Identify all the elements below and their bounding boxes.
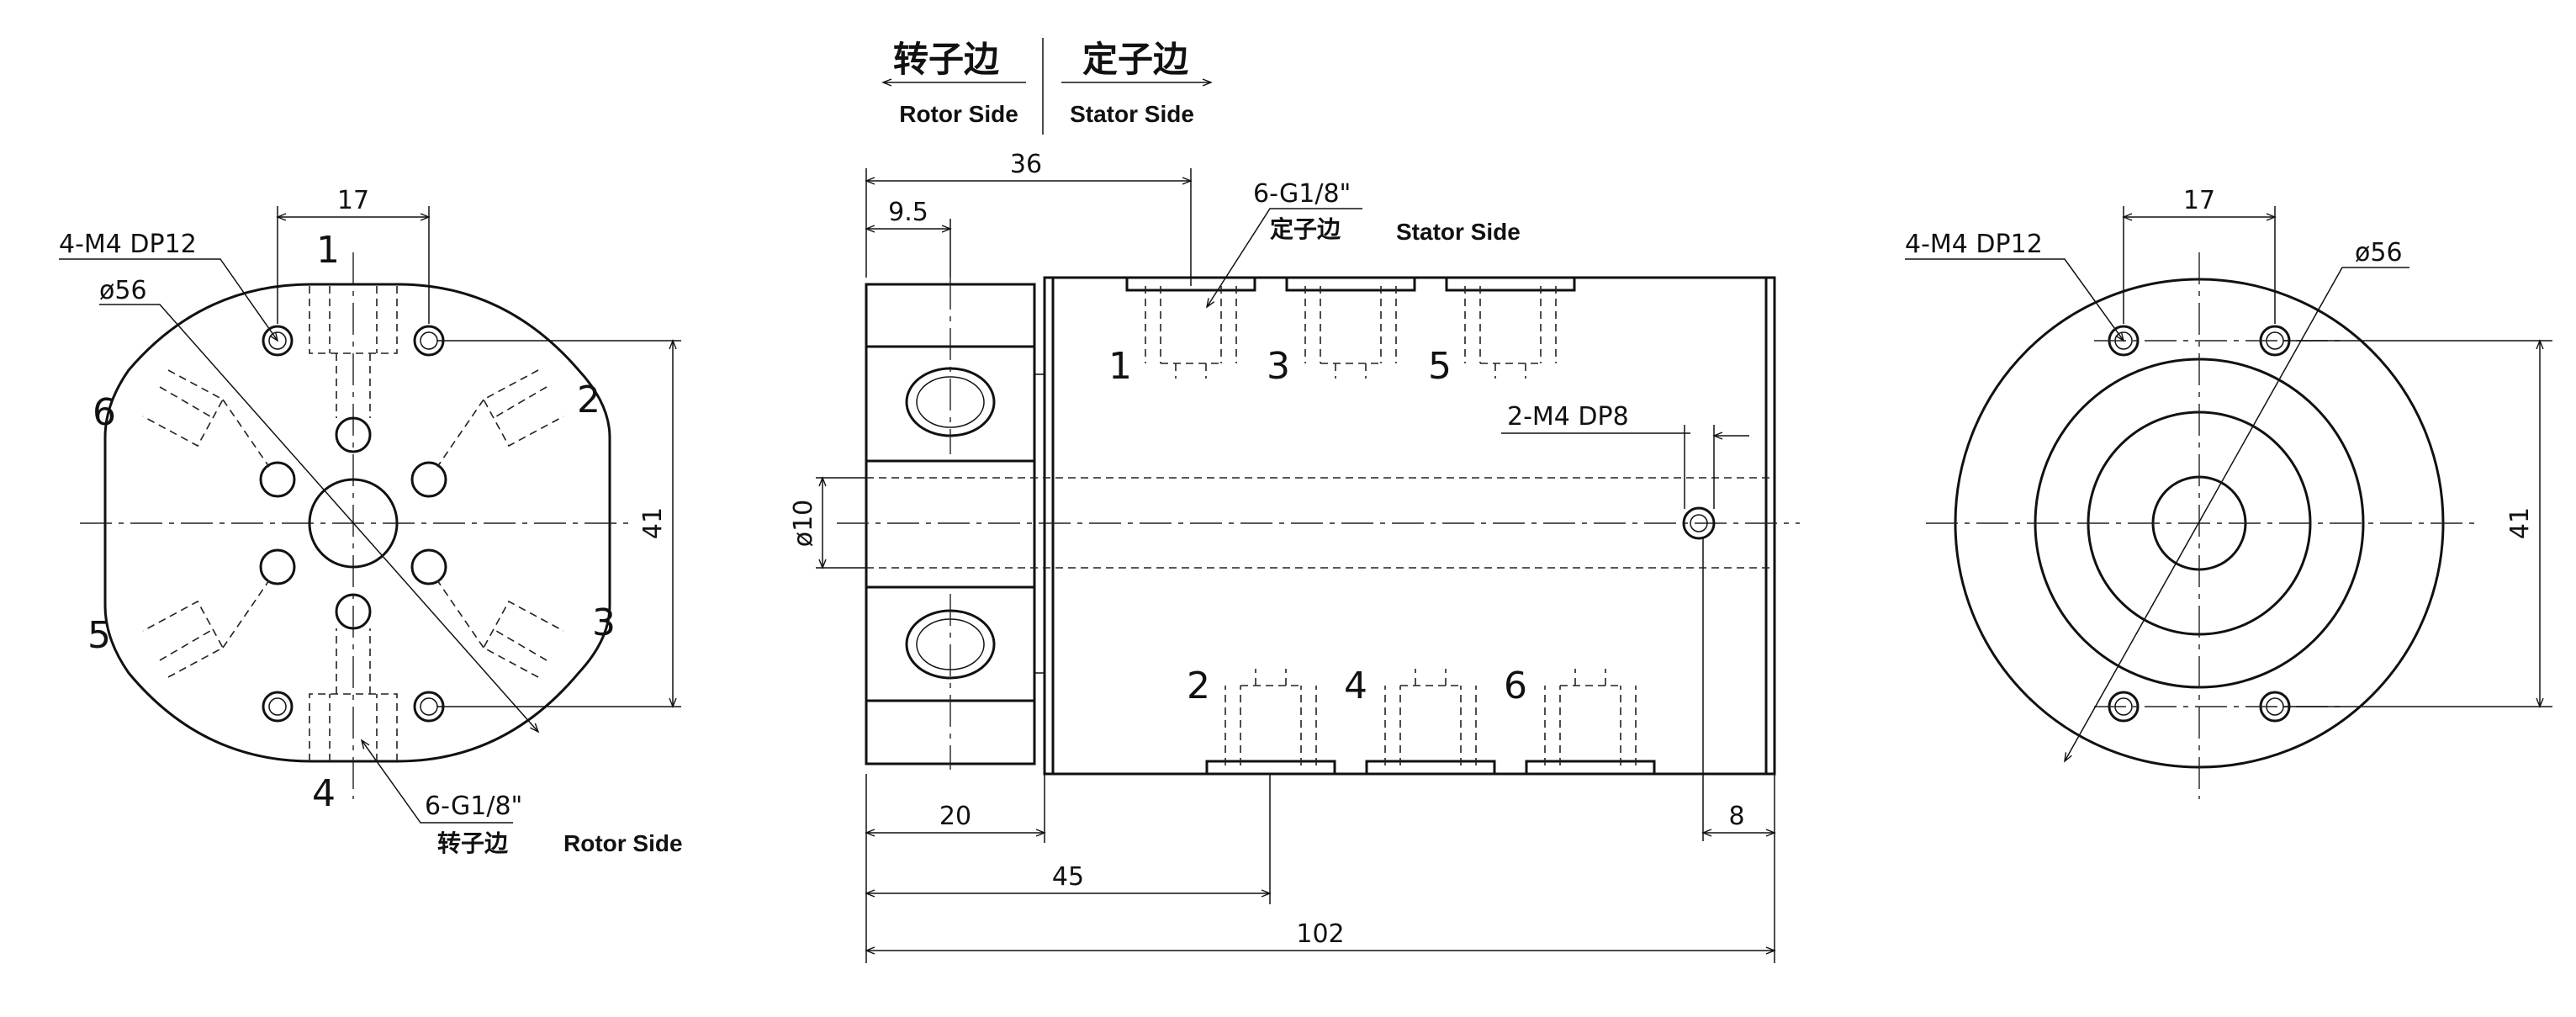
dim-102: 102 — [1296, 919, 1344, 949]
port-leader — [360, 739, 513, 824]
port-hole — [335, 416, 372, 453]
port-hole — [410, 461, 447, 498]
port-callout: 6-G1/8" — [1253, 179, 1351, 209]
thread-leader — [59, 258, 279, 342]
port-number: 6 — [1504, 665, 1527, 707]
port-callout: 6-G1/8" — [425, 792, 522, 821]
port-number: 2 — [577, 379, 600, 421]
rotor-side-en: Rotor Side — [899, 101, 1018, 127]
right-end-view: 17 4-M4 DP12 ø56 41 — [1905, 186, 2552, 799]
port-hole — [335, 593, 372, 630]
dim-41: 41 — [2505, 507, 2535, 539]
dim-20: 20 — [939, 802, 971, 831]
side-legend: 转子边 Rotor Side 定子边 Stator Side — [881, 38, 1213, 135]
rotor-side-ports — [905, 278, 996, 770]
port-number: 5 — [1428, 345, 1452, 388]
mount-holes — [262, 325, 445, 723]
port-side-en: Stator Side — [1396, 219, 1521, 245]
dia-leader — [99, 304, 540, 734]
stator-body — [1043, 276, 1776, 776]
hidden-top-ports — [1145, 286, 1557, 379]
port-number: 4 — [312, 772, 336, 815]
dim-36: 36 — [1010, 150, 1042, 179]
center-bore — [308, 478, 399, 569]
port-number: 4 — [1344, 665, 1367, 707]
port-hole — [259, 461, 296, 498]
dia-leader — [2064, 267, 2409, 763]
dia-callout: ø56 — [2355, 238, 2403, 267]
port-number: 5 — [87, 614, 111, 657]
thread-callout: 4-M4 DP12 — [59, 230, 197, 259]
port-leader — [1205, 208, 1362, 309]
dim-45: 45 — [1052, 862, 1084, 892]
port-hole — [410, 548, 447, 585]
dim-9-5: 9.5 — [888, 198, 928, 227]
stator-side-cn: 定子边 — [1082, 39, 1189, 80]
top-grooves — [1125, 278, 1576, 292]
port-number: 6 — [93, 391, 116, 434]
port-number: 3 — [1267, 345, 1290, 388]
port-side-cn: 转子边 — [437, 829, 509, 857]
rotor-side-cn: 转子边 — [893, 39, 1000, 80]
port-side-en: Rotor Side — [563, 830, 683, 856]
dim-41: 41 — [638, 507, 668, 539]
port-hole — [259, 548, 296, 585]
dim-17: 17 — [2183, 186, 2215, 215]
dim-8: 8 — [1728, 802, 1744, 831]
dim-17: 17 — [337, 186, 369, 215]
dia-callout: ø56 — [99, 276, 147, 305]
rotor-outline — [103, 283, 611, 763]
side-view: 1 3 5 2 4 6 36 9.5 6-G1/8" 定子边 Stator Si… — [789, 150, 1800, 963]
port-side-cn: 定子边 — [1270, 215, 1341, 243]
port-number: 2 — [1187, 665, 1210, 707]
thread-leader — [1905, 258, 2125, 342]
thread-callout: 4-M4 DP12 — [1905, 230, 2043, 259]
left-end-view: 1 2 3 4 5 6 17 4-M4 DP12 ø56 41 6-G1/8" … — [59, 186, 683, 857]
hidden-bottom-ports — [1225, 669, 1637, 765]
port-number: 3 — [592, 601, 616, 644]
mount-callout: 2-M4 DP8 — [1507, 402, 1629, 432]
stator-side-en: Stator Side — [1070, 101, 1194, 127]
port-number: 1 — [316, 229, 340, 272]
mount-hole-side — [1682, 506, 1716, 540]
bottom-grooves — [1205, 760, 1656, 774]
hidden-port-bores — [142, 286, 564, 761]
port-number: 1 — [1108, 345, 1132, 388]
dia-10: ø10 — [789, 500, 818, 548]
